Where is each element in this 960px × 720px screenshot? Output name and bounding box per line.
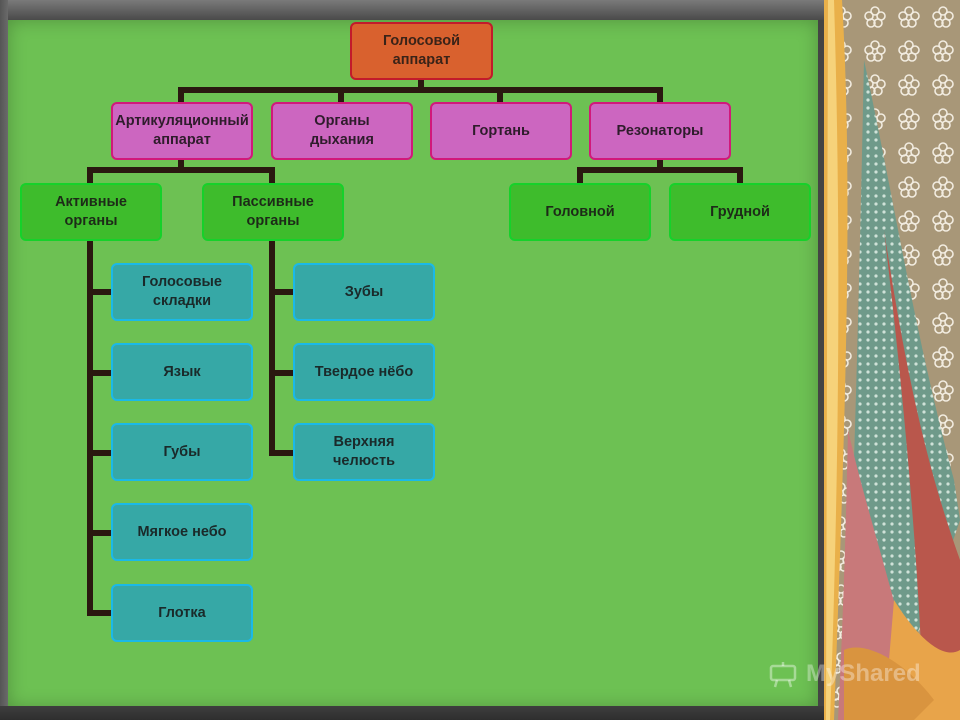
node-upper-jaw: Верхняя челюсть — [293, 423, 435, 481]
node-vocal-folds: Голосовые складки — [111, 263, 253, 321]
node-lips: Губы — [111, 423, 253, 481]
decorative-fabric-panel — [824, 0, 960, 720]
left-frame-band — [0, 0, 8, 720]
node-resonators: Резонаторы — [589, 102, 731, 160]
node-articulatory-apparatus: Артикуляционный аппарат — [111, 102, 253, 160]
top-frame-band — [0, 0, 826, 20]
node-head-resonator: Головной — [509, 183, 651, 241]
node-respiratory-organs: Органы дыхания — [271, 102, 413, 160]
node-active-organs: Активные органы — [20, 183, 162, 241]
node-soft-palate: Мягкое небо — [111, 503, 253, 561]
bottom-frame-band — [0, 706, 830, 720]
node-root: Голосовой аппарат — [350, 22, 493, 80]
node-hard-palate: Твердое нёбо — [293, 343, 435, 401]
node-teeth: Зубы — [293, 263, 435, 321]
watermark-icon — [769, 662, 797, 688]
watermark-text: MyShared — [806, 660, 921, 687]
node-passive-organs: Пассивные органы — [202, 183, 344, 241]
node-chest-resonator: Грудной — [669, 183, 811, 241]
node-larynx: Гортань — [430, 102, 572, 160]
node-tongue: Язык — [111, 343, 253, 401]
node-pharynx: Глотка — [111, 584, 253, 642]
